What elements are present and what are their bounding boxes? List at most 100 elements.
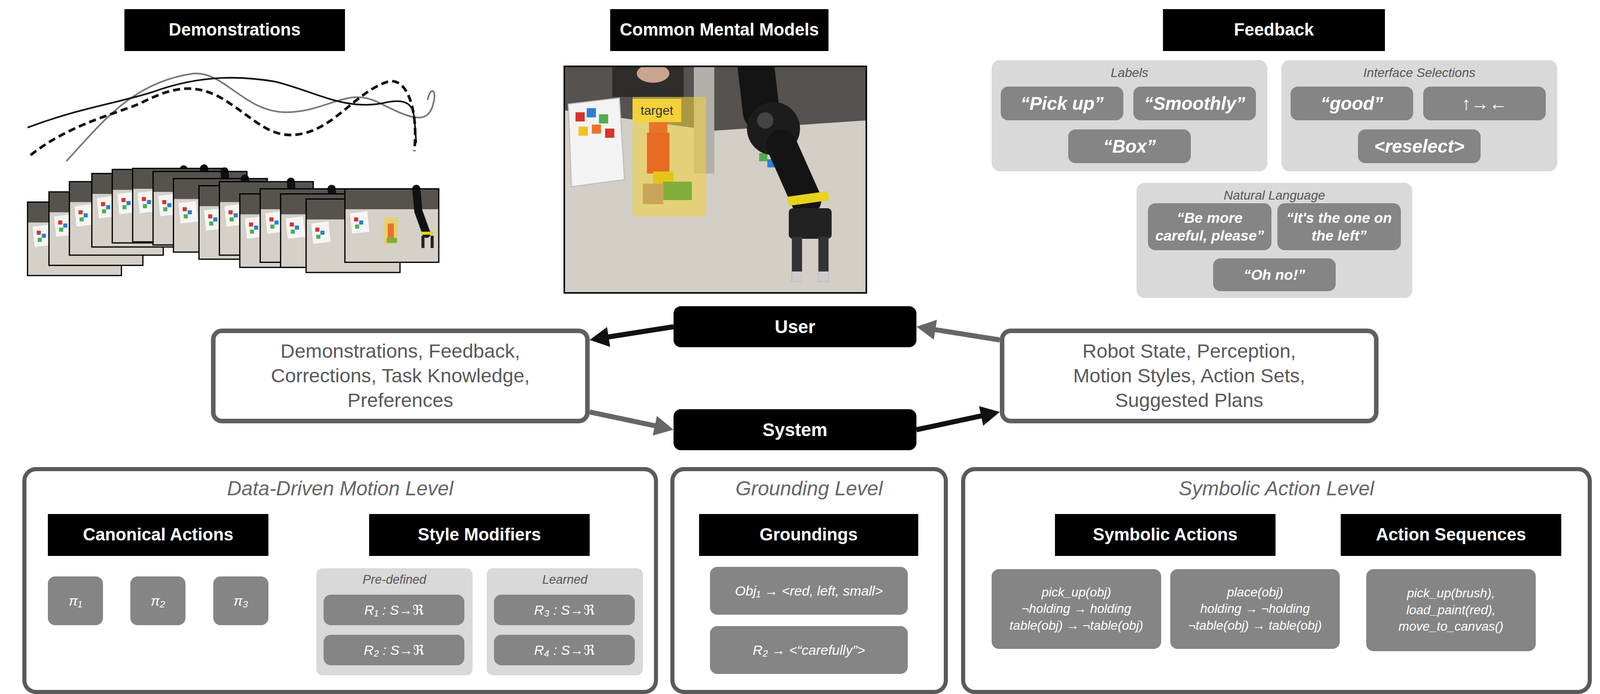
node-text: “Be more careful, please” [1152,209,1267,245]
panel-heading: Natural Language [1136,188,1413,203]
pill: π₁ [47,576,103,626]
group-panel: Labels“Pick up”“Smoothly”“Box” [991,60,1268,172]
frame-stack [344,188,439,263]
actor-box: System [673,409,917,451]
node-text: ¬table(obj) → table(obj) [1188,617,1322,634]
node-text: Demonstrations, Feedback, Corrections, T… [245,339,556,413]
node-text: “Pick up” [1020,92,1104,114]
pill: “good” [1290,86,1414,121]
pill: <reselect> [1358,129,1481,164]
pill: “Smoothly” [1133,86,1256,121]
node-text: move_to_canvas() [1398,618,1504,635]
robot-photo [636,66,670,83]
group-panel: Interface Selections “good” ↑→← <reselect> [1281,60,1558,172]
panel-heading: Interface Selections [1281,65,1558,81]
pill: R₄ : S→ℜ [493,634,635,666]
pill: π₂ [130,576,186,626]
header-box: Common Mental Models [610,9,829,52]
node-text: π₂ [150,592,166,610]
robot-photo [788,208,832,239]
pill: R₂ → <“carefully”> [709,626,908,674]
pill: R₃ : S→ℜ [493,594,635,626]
trajectory [27,77,417,144]
robot-photo [598,114,608,124]
arrow-head [589,327,611,347]
header-box: Style Modifiers [369,514,590,556]
arrow-connector [589,411,674,436]
node-text: R₃ : S→ℜ [534,601,595,619]
arrow-line [607,326,674,338]
node-text: “good” [1320,92,1384,114]
robot-photo [643,183,664,205]
panel-heading: Learned [486,572,644,587]
arrow-line [589,411,657,427]
node-text: Demonstrations [168,19,301,41]
actor-box: User [673,306,917,348]
level-panel: Symbolic Action LevelSymbolic ActionsAct… [961,467,1592,694]
node-text: ↑→← [1461,92,1508,114]
group-panel: Pre-definedR₁ : S→ℜR₂ : S→ℜ [316,568,473,676]
header-box: Action Sequences [1340,514,1562,556]
robot-photo [787,190,829,206]
node-text: “Smoothly” [1143,92,1246,114]
robot-photo [647,132,670,174]
group-panel: Natural Language “Be more careful, please… [1136,182,1413,299]
node-text: User [774,315,816,338]
header-box: Demonstrations [124,9,345,52]
robot-photo [756,112,774,129]
arrow-line [933,329,1000,340]
header-box: Feedback [1162,9,1385,52]
pill: “It's the one on the left” [1277,203,1401,251]
arrow-line [916,415,983,430]
pill: “Box” [1068,129,1191,164]
robot-photo [591,124,602,134]
arrow-head [652,416,674,436]
node-text: Groundings [759,524,858,546]
node-text: pick_up(obj) [1041,584,1112,601]
group-panel: Learned R₃ : S→ℜ R₄ : S→ℜ [486,568,644,676]
node-text: <reselect> [1374,135,1465,157]
node-text: “Oh no!” [1243,266,1306,284]
robot-photo [818,271,829,282]
robot-photo [586,108,597,118]
node-text: R₁ : S→ℜ [364,601,424,619]
info-box: Robot State, Perception, Motion Styles, … [999,328,1379,424]
level-panel: Data-Driven Motion LevelCanonical Action… [22,467,659,694]
pill: ↑→← [1423,86,1546,121]
robot-photo [632,97,706,217]
robot-photo [759,153,768,162]
node-text: Obj₁ → <red, left, small> [735,582,884,600]
robot-photo [792,271,803,282]
node-text: π₁ [68,592,83,610]
arrow-connector [916,406,1000,430]
node-text: place(obj) [1227,584,1284,601]
pill: Obj₁ → <red, left, small> [709,566,908,615]
robot-photo [663,181,692,201]
node-text: Robot State, Perception, Motion Styles, … [1056,339,1322,413]
node-text: “Box” [1103,135,1157,157]
trajectory-curves [27,73,435,162]
robot-photo [564,66,867,294]
node-text: Feedback [1234,19,1314,41]
arrow-head [978,406,1000,426]
node-text: pick_up(brush), [1407,585,1496,602]
robot-photo [755,66,762,113]
node-text: R₂ → <“carefully”> [752,642,866,659]
panel-heading: Data-Driven Motion Level [22,477,659,501]
arrow-head [916,319,937,340]
node-text: holding → ¬holding [1200,600,1311,618]
node-text: R₄ : S→ℜ [534,642,595,659]
panel-heading: Pre-defined [316,572,473,587]
pill: R₁ : S→ℜ [323,594,465,626]
pill: pick_up(brush),load_paint(red),move_to_c… [1366,569,1536,652]
level-panel: Grounding LevelGroundingsObj₁ → <red, le… [670,467,948,694]
robot-photo [575,112,585,122]
header-box: Groundings [699,514,919,556]
node-text: Action Sequences [1375,524,1526,546]
info-box: Demonstrations, Feedback, Corrections, T… [210,328,590,424]
pill: “Pick up” [1000,86,1124,121]
robot-photo [578,126,588,136]
panel-heading: Grounding Level [670,477,948,501]
node-text: Symbolic Actions [1092,524,1238,546]
